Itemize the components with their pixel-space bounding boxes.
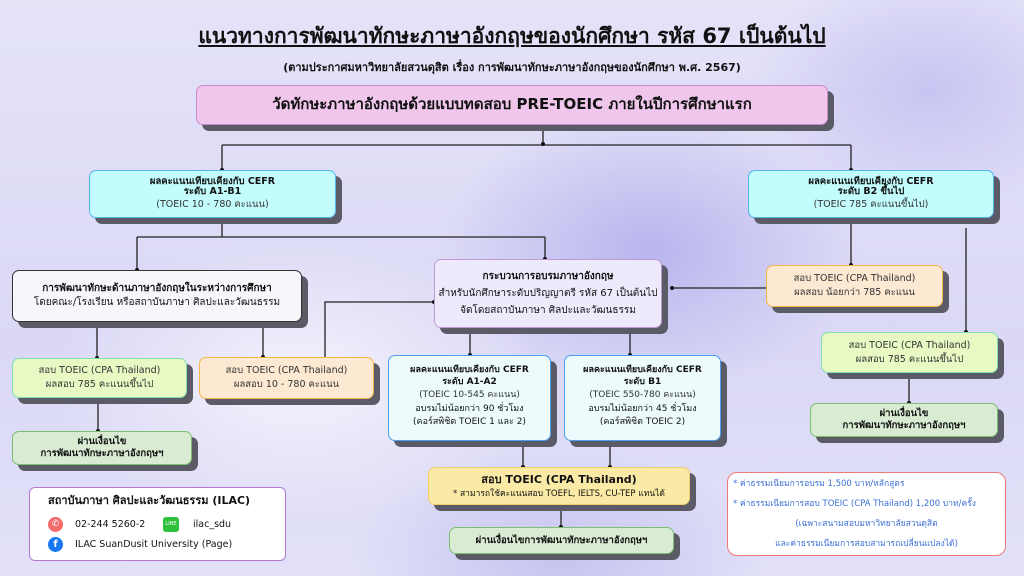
a1b1-line3: (TOEIC 10 - 780 คะแนน) — [156, 198, 269, 210]
contact-facebook[interactable]: ILAC SuanDusit University (Page) — [75, 538, 233, 550]
line-icon: LINE — [163, 516, 179, 532]
a1a2-line1: ผลคะแนนเทียบเคียงกับ CEFR — [410, 365, 529, 376]
exam-less-right-line2: ผลสอบ น้อยกว่า 785 คะแนน — [794, 287, 915, 298]
during-line1: การพัฒนาทักษะด้านภาษาอังกฤษในระหว่างการศ… — [42, 282, 272, 294]
final-exam-line1: สอบ TOEIC (CPA Thailand) — [481, 472, 637, 486]
training-line3: จัดโดยสถาบันภาษา ศิลปะและวัฒนธรรม — [460, 305, 636, 316]
b1-line5: (คอร์สพิชิต TOEIC 2) — [599, 417, 686, 428]
during-line2: โดยคณะ/โรงเรียน หรือสถาบันภาษา ศิลปะและว… — [33, 297, 281, 308]
pass-left-box: ผ่านเงื่อนไขการพัฒนาทักษะภาษาอังกฤษฯ — [12, 431, 192, 465]
training-line2: สำหรับนักศึกษาระดับปริญญาตรี รหัส 67 เป็… — [438, 288, 658, 299]
exam-less-right-line1: สอบ TOEIC (CPA Thailand) — [793, 273, 916, 285]
exam-pass-left-line1: สอบ TOEIC (CPA Thailand) — [38, 365, 161, 377]
b1-line1: ผลคะแนนเทียบเคียงกับ CEFR — [583, 365, 702, 376]
contact-line[interactable]: ilac_sdu — [193, 518, 232, 530]
b1-line2: ระดับ B1 — [623, 376, 662, 387]
b2-line2: ระดับ B2 ขึ้นไป — [837, 186, 905, 198]
page-title: แนวทางการพัฒนาทักษะภาษาอังกฤษของนักศึกษา… — [198, 24, 826, 48]
a1b1-line1: ผลคะแนนเทียบเคียงกับ CEFR — [149, 175, 276, 187]
fee-note-2: และค่าธรรมเนียมการสอบสามารถเปลี่ยนแปลงได… — [775, 539, 958, 549]
a1a2-line3: (TOEIC 10-545 คะแนน) — [419, 390, 520, 401]
a1a2-line2: ระดับ A1-A2 — [442, 376, 497, 387]
final-exam-line2: * สามารถใช้คะแนนสอบ TOEFL, IELTS, CU-TEP… — [453, 488, 665, 499]
fee-note-1: (เฉพาะสนามสอบมหาวิทยาลัยสวนดุสิต — [795, 519, 938, 529]
pass-center-box: ผ่านเงื่อนไขการพัฒนาทักษะภาษาอังกฤษฯ — [449, 527, 674, 554]
pass-right-box: ผ่านเงื่อนไขการพัฒนาทักษะภาษาอังกฤษฯ — [810, 403, 998, 437]
b2-line1: ผลคะแนนเทียบเคียงกับ CEFR — [808, 175, 934, 187]
training-process-box: กระบวนการอบรมภาษาอังกฤษสำหรับนักศึกษาระด… — [434, 259, 662, 328]
pre-toeic-label: วัดทักษะภาษาอังกฤษด้วยแบบทดสอบ PRE-TOEIC… — [272, 95, 752, 114]
page-subtitle: (ตามประกาศมหาวิทยาลัยสวนดุสิต เรื่อง การ… — [283, 61, 741, 74]
pass-left-line2: การพัฒนาทักษะภาษาอังกฤษฯ — [40, 448, 164, 459]
during-study-box: การพัฒนาทักษะด้านภาษาอังกฤษในระหว่างการศ… — [12, 270, 302, 322]
fee-training: * ค่าธรรมเนียมการอบรม 1,500 บาท/หลักสูตร — [733, 479, 905, 489]
contact-phone[interactable]: 02-244 5260-2 — [75, 518, 146, 530]
exam-less-right-box: สอบ TOEIC (CPA Thailand) ผลสอบ น้อยกว่า 7… — [766, 265, 943, 307]
b1-line3: (TOEIC 550-780 คะแนน) — [589, 390, 696, 401]
contact-box: สถาบันภาษา ศิลปะและวัฒนธรรม (ILAC) ✆ 02-… — [29, 487, 286, 561]
exam-mid-left-box: สอบ TOEIC (CPA Thailand) ผลสอบ 10 - 780 ค… — [199, 357, 374, 399]
a1a2-line4: อบรมไม่น้อยกว่า 90 ชั่วโมง — [415, 403, 524, 414]
pass-right-line1: ผ่านเงื่อนไข — [879, 407, 929, 419]
fee-exam: * ค่าธรรมเนียมการสอบ TOEIC (CPA Thailand… — [733, 499, 976, 509]
exam-pass-right-line2: ผลสอบ 785 คะแนนขึ้นไป — [855, 353, 964, 365]
exam-pass-left-box: สอบ TOEIC (CPA Thailand) ผลสอบ 785 คะแนนข… — [12, 358, 187, 398]
fees-box: * ค่าธรรมเนียมการอบรม 1,500 บาท/หลักสูตร… — [727, 472, 1006, 556]
a1a2-line5: (คอร์สพิชิต TOEIC 1 และ 2) — [413, 417, 526, 428]
pass-right-line2: การพัฒนาทักษะภาษาอังกฤษฯ — [842, 420, 966, 431]
exam-pass-right-line1: สอบ TOEIC (CPA Thailand) — [848, 339, 971, 351]
exam-pass-right-box: สอบ TOEIC (CPA Thailand) ผลสอบ 785 คะแนนข… — [821, 332, 998, 373]
b1-line4: อบรมไม่น้อยกว่า 45 ชั่วโมง — [588, 403, 697, 414]
b2-line3: (TOEIC 785 คะแนนขึ้นไป) — [813, 198, 929, 210]
exam-mid-left-line2: ผลสอบ 10 - 780 คะแนน — [233, 379, 340, 390]
final-exam-box: สอบ TOEIC (CPA Thailand) * สามารถใช้คะแนน… — [428, 467, 690, 505]
a1b1-line2: ระดับ A1-B1 — [183, 186, 242, 198]
contact-title: สถาบันภาษา ศิลปะและวัฒนธรรม (ILAC) — [48, 494, 251, 507]
exam-pass-left-line2: ผลสอบ 785 คะแนนขึ้นไป — [45, 379, 154, 390]
facebook-icon: f — [48, 536, 63, 552]
training-line1: กระบวนการอบรมภาษาอังกฤษ — [482, 271, 614, 282]
pass-center-label: ผ่านเงื่อนไขการพัฒนาทักษะภาษาอังกฤษฯ — [475, 534, 648, 546]
exam-mid-left-line1: สอบ TOEIC (CPA Thailand) — [225, 365, 348, 377]
phone-icon: ✆ — [48, 516, 63, 532]
pre-toeic-box: วัดทักษะภาษาอังกฤษด้วยแบบทดสอบ PRE-TOEIC… — [196, 85, 828, 125]
pass-left-line1: ผ่านเงื่อนไข — [77, 435, 127, 447]
